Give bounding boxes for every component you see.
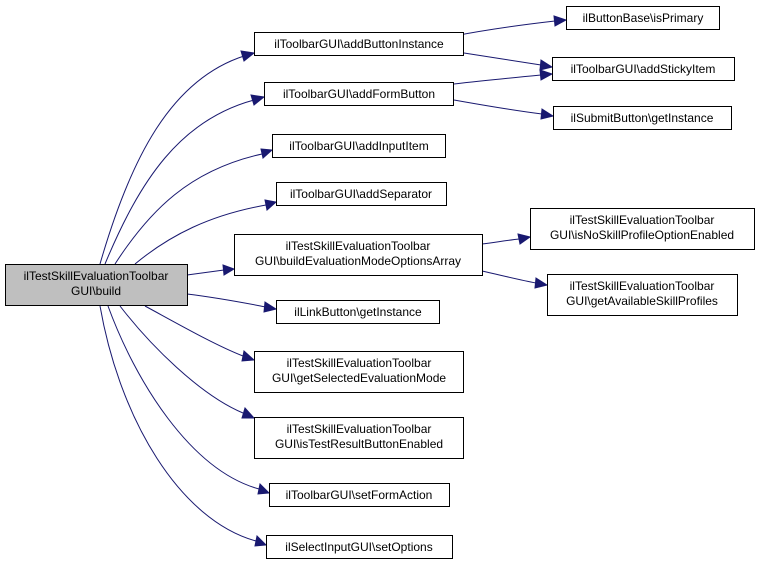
node-label: ilToolbarGUI\addStickyItem (571, 62, 716, 76)
node-label: ilToolbarGUI\addFormButton (283, 87, 435, 101)
node-addStickyItem[interactable]: ilToolbarGUI\addStickyItem (552, 57, 735, 81)
edge-build-to-buildEvaluationModeOptionsArray (186, 264, 236, 276)
edge-build-to-setFormAction (107, 305, 271, 495)
node-isPrimary[interactable]: ilButtonBase\isPrimary (566, 6, 720, 30)
node-label-line2: GUI\getSelectedEvaluationMode (272, 371, 446, 385)
edge-buildEvaluationModeOptionsArray-to-getAvailableSkillProfiles (481, 270, 549, 289)
edge-build-to-getSelectedEvaluationMode (144, 305, 256, 362)
node-build[interactable]: ilTestSkillEvaluationToolbar GUI\build (5, 264, 188, 306)
edge-addButtonInstance-to-addStickyItem (463, 52, 554, 71)
edge-build-to-addInputItem (114, 148, 274, 265)
node-label: ilToolbarGUI\addButtonInstance (274, 37, 444, 51)
node-addSeparator[interactable]: ilToolbarGUI\addSeparator (276, 182, 447, 206)
node-label: ilToolbarGUI\addInputItem (289, 139, 428, 153)
node-label: ilLinkButton\getInstance (294, 305, 422, 319)
node-label-line2: GUI\isNoSkillProfileOptionEnabled (550, 228, 734, 242)
node-addFormButton[interactable]: ilToolbarGUI\addFormButton (264, 82, 454, 106)
node-buildEvaluationModeOptionsArray[interactable]: ilTestSkillEvaluationToolbar GUI\buildEv… (234, 234, 483, 276)
edge-build-to-isTestResultButtonEnabled (119, 305, 256, 419)
node-label-line2: GUI\isTestResultButtonEnabled (275, 437, 443, 451)
node-label: ilButtonBase\isPrimary (583, 11, 704, 25)
edge-build-to-addButtonInstance (99, 50, 256, 265)
node-submitButtonGetInstance[interactable]: ilSubmitButton\getInstance (553, 106, 732, 130)
node-setOptions[interactable]: ilSelectInputGUI\setOptions (266, 535, 453, 559)
edge-addFormButton-to-addStickyItem (453, 69, 554, 85)
edge-build-to-linkButtonGetInstance (186, 293, 278, 313)
node-setFormAction[interactable]: ilToolbarGUI\setFormAction (269, 483, 450, 507)
node-label-line1: ilTestSkillEvaluationToolbar (287, 356, 432, 370)
node-addInputItem[interactable]: ilToolbarGUI\addInputItem (272, 134, 446, 158)
node-label-line1: ilTestSkillEvaluationToolbar (287, 422, 432, 436)
node-getAvailableSkillProfiles[interactable]: ilTestSkillEvaluationToolbar GUI\getAvai… (547, 274, 738, 316)
node-isNoSkillProfileOptionEnabled[interactable]: ilTestSkillEvaluationToolbar GUI\isNoSki… (530, 208, 755, 250)
node-addButtonInstance[interactable]: ilToolbarGUI\addButtonInstance (254, 32, 464, 56)
node-isTestResultButtonEnabled[interactable]: ilTestSkillEvaluationToolbar GUI\isTestR… (254, 417, 464, 459)
node-label: ilToolbarGUI\addSeparator (290, 187, 432, 201)
node-getSelectedEvaluationMode[interactable]: ilTestSkillEvaluationToolbar GUI\getSele… (254, 351, 464, 393)
node-label: ilSubmitButton\getInstance (571, 111, 714, 125)
node-label-line1: ilTestSkillEvaluationToolbar (570, 213, 715, 227)
edge-build-to-addFormButton (104, 94, 266, 265)
node-label: ilSelectInputGUI\setOptions (285, 540, 432, 554)
node-label-line1: ilTestSkillEvaluationToolbar (286, 239, 431, 253)
edge-addButtonInstance-to-isPrimary (453, 15, 568, 37)
edge-buildEvaluationModeOptionsArray-to-isNoSkillProfileOptionEnabled (481, 233, 532, 245)
node-label-line2: GUI\buildEvaluationModeOptionsArray (255, 254, 461, 268)
node-label-line1: ilTestSkillEvaluationToolbar (570, 279, 715, 293)
node-label: ilToolbarGUI\setFormAction (286, 488, 433, 502)
edge-addFormButton-to-submitButtonGetInstance (453, 99, 555, 120)
node-label-line1: ilTestSkillEvaluationToolbar (24, 269, 169, 283)
node-label-line2: GUI\getAvailableSkillProfiles (566, 294, 718, 308)
node-label-line2: GUI\build (71, 284, 121, 298)
node-linkButtonGetInstance[interactable]: ilLinkButton\getInstance (276, 300, 440, 324)
edge-build-to-addSeparator (134, 199, 278, 265)
edge-build-to-setOptions (99, 305, 268, 547)
